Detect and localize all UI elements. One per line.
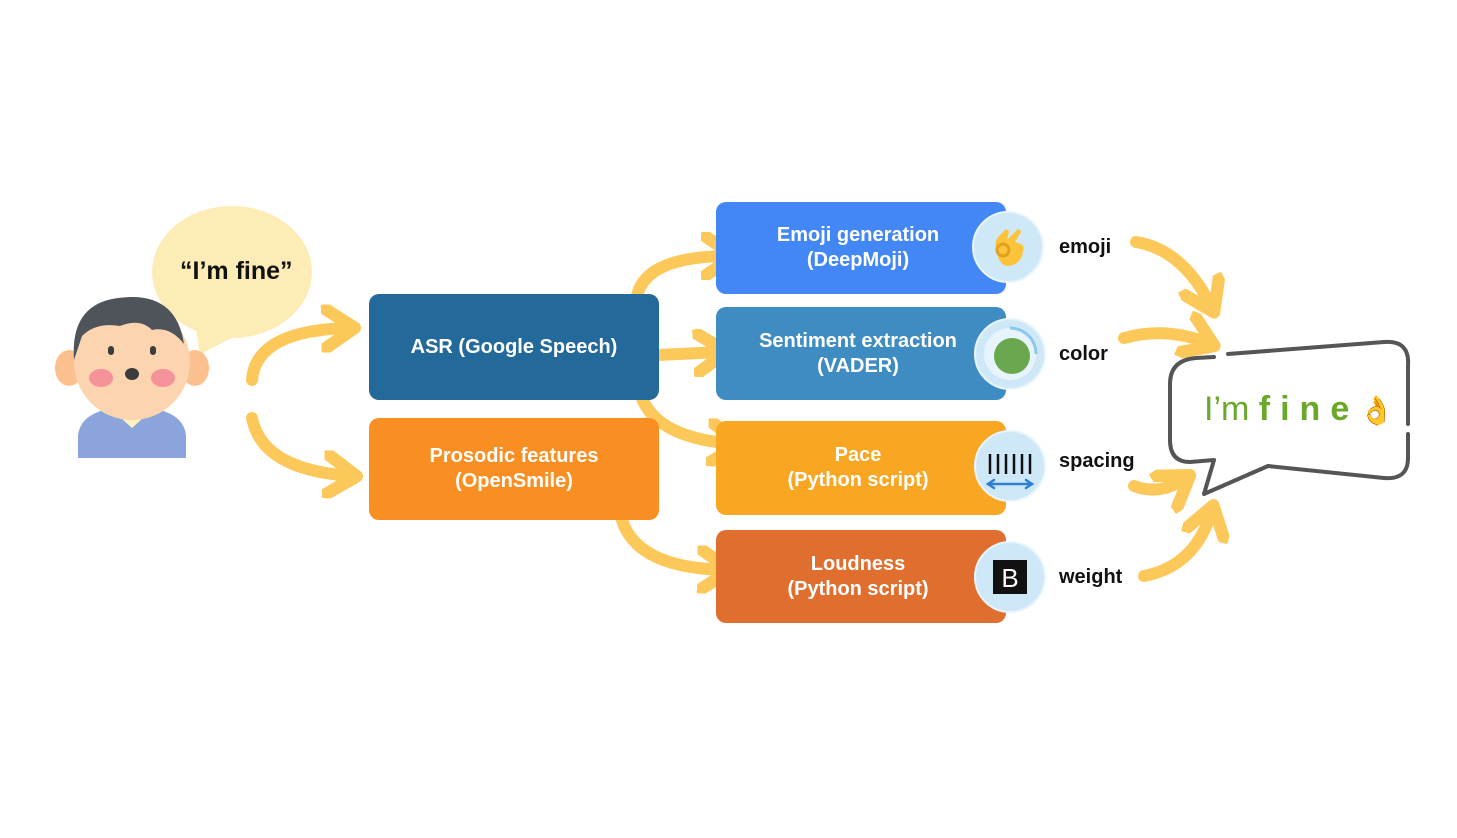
arrow-person-to-prosodic	[246, 412, 352, 476]
asr-box: ASR (Google Speech)	[369, 294, 659, 400]
sentiment-extraction-box: Sentiment extraction (VADER)	[716, 307, 1006, 400]
pace-box: Pace (Python script)	[716, 421, 1006, 515]
emoji-box-label: Emoji generation	[776, 224, 940, 246]
feature-label-color: color	[1059, 343, 1108, 365]
pace-box-label: Pace	[834, 444, 882, 466]
ok-hand-emoji-icon: 👌	[1359, 395, 1395, 426]
output-speech-bubble	[1168, 339, 1411, 496]
arrow-color-to-output	[1118, 333, 1210, 344]
emoji-generation-box: Emoji generation (DeepMoji)	[716, 202, 1006, 294]
person-avatar	[55, 296, 209, 458]
prosodic-box-label: Prosodic features	[429, 445, 599, 467]
bold-b-icon: B	[974, 541, 1046, 613]
feature-label-weight: weight	[1059, 566, 1123, 588]
input-speech-bubble	[152, 206, 312, 354]
loudness-box: Loudness (Python script)	[716, 530, 1006, 623]
input-quote: “I’m fine”	[180, 257, 293, 285]
loudness-box-label: Loudness	[810, 552, 906, 575]
arrow-asr-to-emoji	[630, 256, 730, 308]
ok-hand-icon	[972, 211, 1044, 283]
arrow-prosodic-to-loudness	[614, 506, 726, 570]
svg-text:B: B	[1001, 563, 1018, 593]
feature-label-spacing: spacing	[1059, 450, 1135, 472]
arrow-weight-to-output	[1138, 510, 1212, 582]
prosodic-features-box: Prosodic features (OpenSmile)	[369, 418, 659, 520]
output-text: I’m fine👌	[1204, 390, 1394, 429]
sentiment-box-label: Sentiment extraction	[759, 329, 957, 352]
spacing-bars-icon	[974, 430, 1046, 502]
arrow-emoji-to-output	[1130, 236, 1212, 308]
pace-box-sublabel: (Python script)	[787, 469, 929, 491]
asr-box-label: ASR (Google Speech)	[410, 335, 618, 358]
feature-label-emoji: emoji	[1059, 236, 1112, 258]
green-circle-icon	[974, 318, 1046, 390]
arrow-spacing-to-output	[1128, 478, 1186, 490]
loudness-box-sublabel: (Python script)	[787, 577, 929, 600]
output-prefix: I’m	[1204, 390, 1250, 428]
emoji-box-sublabel: (DeepMoji)	[806, 249, 910, 271]
arrow-person-to-asr	[246, 328, 350, 386]
prosodic-box-sublabel: (OpenSmile)	[455, 470, 573, 492]
output-word: fine	[1258, 390, 1360, 428]
sentiment-box-sublabel: (VADER)	[817, 354, 899, 377]
